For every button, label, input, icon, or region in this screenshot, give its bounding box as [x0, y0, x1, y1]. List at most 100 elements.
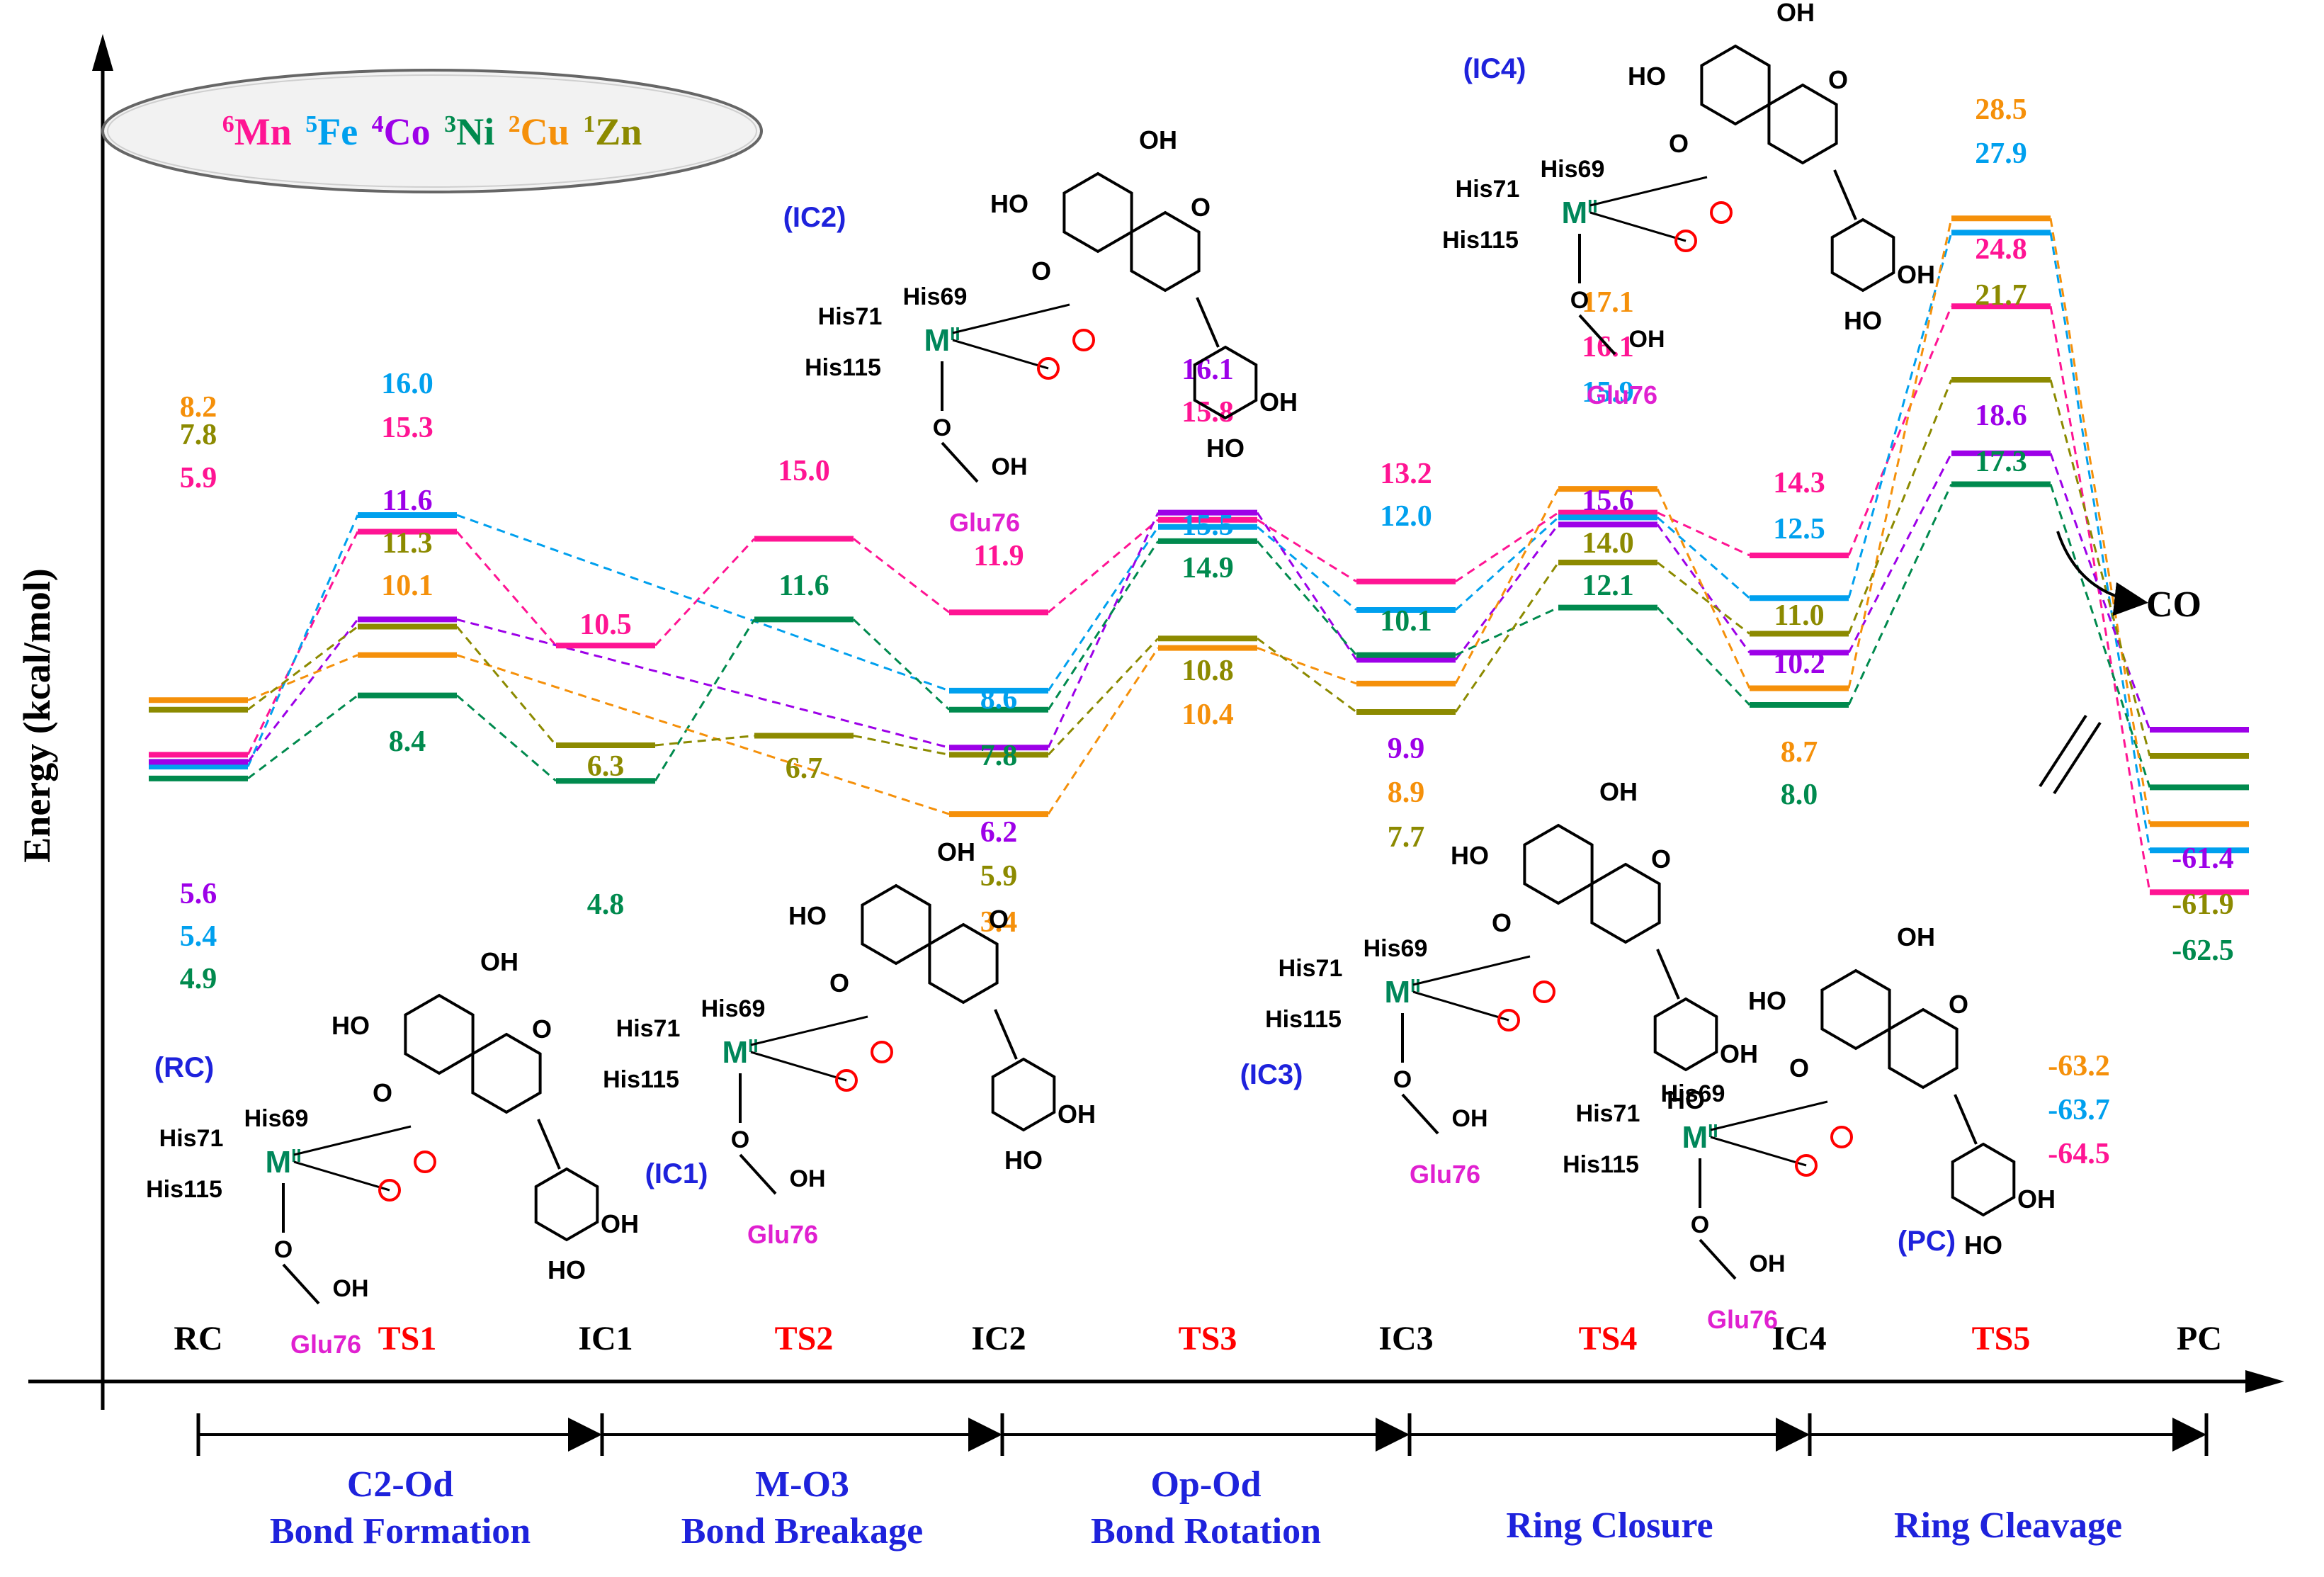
pyranone-ring [1767, 83, 1838, 165]
peroxo-o [1072, 329, 1095, 351]
hydroxyl-label: HO [548, 1255, 586, 1284]
energy-value-label: 27.9 [1975, 137, 2027, 170]
glu76-label: Glu76 [949, 508, 1020, 537]
catechol-ring [1653, 997, 1718, 1072]
hydroxyl-label: OH [1058, 1100, 1096, 1129]
energy-value-label: 8.4 [389, 725, 426, 758]
energy-value-label: 11.6 [778, 570, 829, 602]
connector-co [1847, 453, 1953, 653]
glu76-label: Glu76 [1587, 380, 1657, 409]
structure-ic4: OHHOOOOHHOMIIHis69His71His115OOHGlu76(IC… [1442, 0, 1935, 409]
levels [149, 215, 2249, 895]
his71-label: His71 [616, 1015, 681, 1042]
connector-cu [247, 654, 358, 701]
connector-ni [1656, 606, 1751, 706]
structure-tag: (IC3) [1240, 1059, 1303, 1090]
energy-value-label: 10.8 [1181, 655, 1234, 687]
connector-fe [246, 514, 359, 767]
energy-value-label: 4.8 [587, 888, 625, 921]
his115-label: His115 [1265, 1006, 1342, 1033]
energy-value-label: 24.8 [1975, 233, 2027, 266]
energy-value-label: 16.0 [381, 368, 433, 400]
connector-zn [1847, 379, 1953, 635]
energy-value-label: -62.5 [2172, 934, 2234, 967]
state-label-ic2: IC2 [971, 1320, 1026, 1357]
aromatic-ring [1700, 44, 1771, 126]
connector-zn [1454, 562, 1560, 713]
hydroxyl-label: OH [1897, 922, 1935, 951]
connector-ni [1455, 606, 1559, 657]
connector-mn [853, 538, 950, 614]
energy-value-label: 14.3 [1773, 467, 1825, 499]
connector-mn [2049, 305, 2151, 893]
stage-label: Ring Closure [1506, 1505, 1713, 1546]
state-label-ts5: TS5 [1972, 1320, 2031, 1357]
connector-mn [1257, 519, 1357, 583]
energy-value-label: -63.7 [2048, 1094, 2110, 1126]
structure-tag: (IC4) [1463, 53, 1526, 84]
glu-oh-label: OH [333, 1275, 369, 1302]
glu-o-label: O [1393, 1066, 1412, 1093]
hydroxyl-label: HO [331, 1011, 370, 1040]
connectors [246, 217, 2151, 893]
legend-spin: 6 [222, 111, 234, 137]
energy-value-label: 7.8 [980, 740, 1018, 772]
connector-mn [1455, 511, 1559, 583]
legend-entry: Fe [317, 111, 367, 153]
catechol-ring [1951, 1142, 2016, 1217]
pyranone-ring [1590, 862, 1661, 944]
his69-label: His69 [1364, 935, 1428, 962]
energy-value-label: 10.5 [579, 609, 632, 641]
axis-break-mark [2039, 714, 2087, 788]
connector-mn [654, 538, 756, 647]
state-label-rc: RC [174, 1320, 222, 1357]
state-label-ts1: TS1 [378, 1320, 437, 1357]
connector-cu [1454, 488, 1560, 684]
peroxo-o [871, 1041, 893, 1063]
state-label-ic4: IC4 [1772, 1320, 1826, 1357]
connector-fe [1454, 516, 1560, 611]
his69-label: His69 [701, 995, 766, 1022]
energy-value-label: 8.9 [1388, 776, 1425, 809]
connector-cu [1257, 647, 1357, 685]
stage-label: Bond Breakage [681, 1511, 923, 1551]
pyranone-ring [1130, 210, 1201, 293]
legend-spin: 4 [372, 111, 384, 137]
energy-value-label: 5.6 [180, 878, 217, 910]
energy-value-label: 4.9 [180, 963, 217, 995]
carbonyl-o-label: O [1669, 129, 1689, 158]
connector-co [246, 618, 359, 763]
connector-cu [2049, 218, 2151, 825]
state-label-ts2: TS2 [775, 1320, 834, 1357]
his115-label: His115 [805, 354, 881, 381]
y-axis-arrowhead [92, 34, 113, 71]
his69-label: His69 [1541, 156, 1605, 183]
his115-label: His115 [1442, 227, 1519, 254]
ring-o-label: O [989, 905, 1009, 934]
legend: 6Mn 5Fe 4Co 3Ni 2Cu 1Zn [101, 69, 763, 193]
aromatic-ring [1062, 171, 1133, 254]
legend-spin: 5 [305, 111, 317, 137]
connector-mn [455, 531, 557, 647]
glu-oh-label: OH [1750, 1250, 1786, 1277]
connector-zn [1257, 637, 1357, 713]
glu-oh-label: OH [1452, 1105, 1488, 1132]
structure-ic2: OHHOOOOHHOMIIHis69His71His115OOHGlu76(IC… [783, 125, 1298, 537]
pyranone-ring [928, 922, 999, 1005]
connector-fe [1657, 516, 1750, 599]
energy-value-label: 8.7 [1781, 736, 1818, 769]
energy-value-label: 10.1 [381, 570, 433, 602]
state-label-ts3: TS3 [1179, 1320, 1237, 1357]
aromatic-ring [861, 883, 931, 966]
energy-value-label: 15.5 [1181, 509, 1234, 542]
hydroxyl-label: OH [2017, 1185, 2056, 1214]
aromatic-ring [1523, 823, 1594, 905]
energy-value-label: 15.0 [778, 455, 830, 487]
state-label-ic1: IC1 [578, 1320, 633, 1357]
connector-zn [247, 626, 358, 711]
his71-label: His71 [159, 1125, 224, 1152]
molecular-structures: OHHOOOOHHOMIIHis69His71His115OOHGlu76(RC… [146, 0, 2056, 1359]
connector-cu [1656, 488, 1751, 689]
his69-label: His69 [903, 283, 968, 310]
connector-co [2049, 453, 2151, 730]
